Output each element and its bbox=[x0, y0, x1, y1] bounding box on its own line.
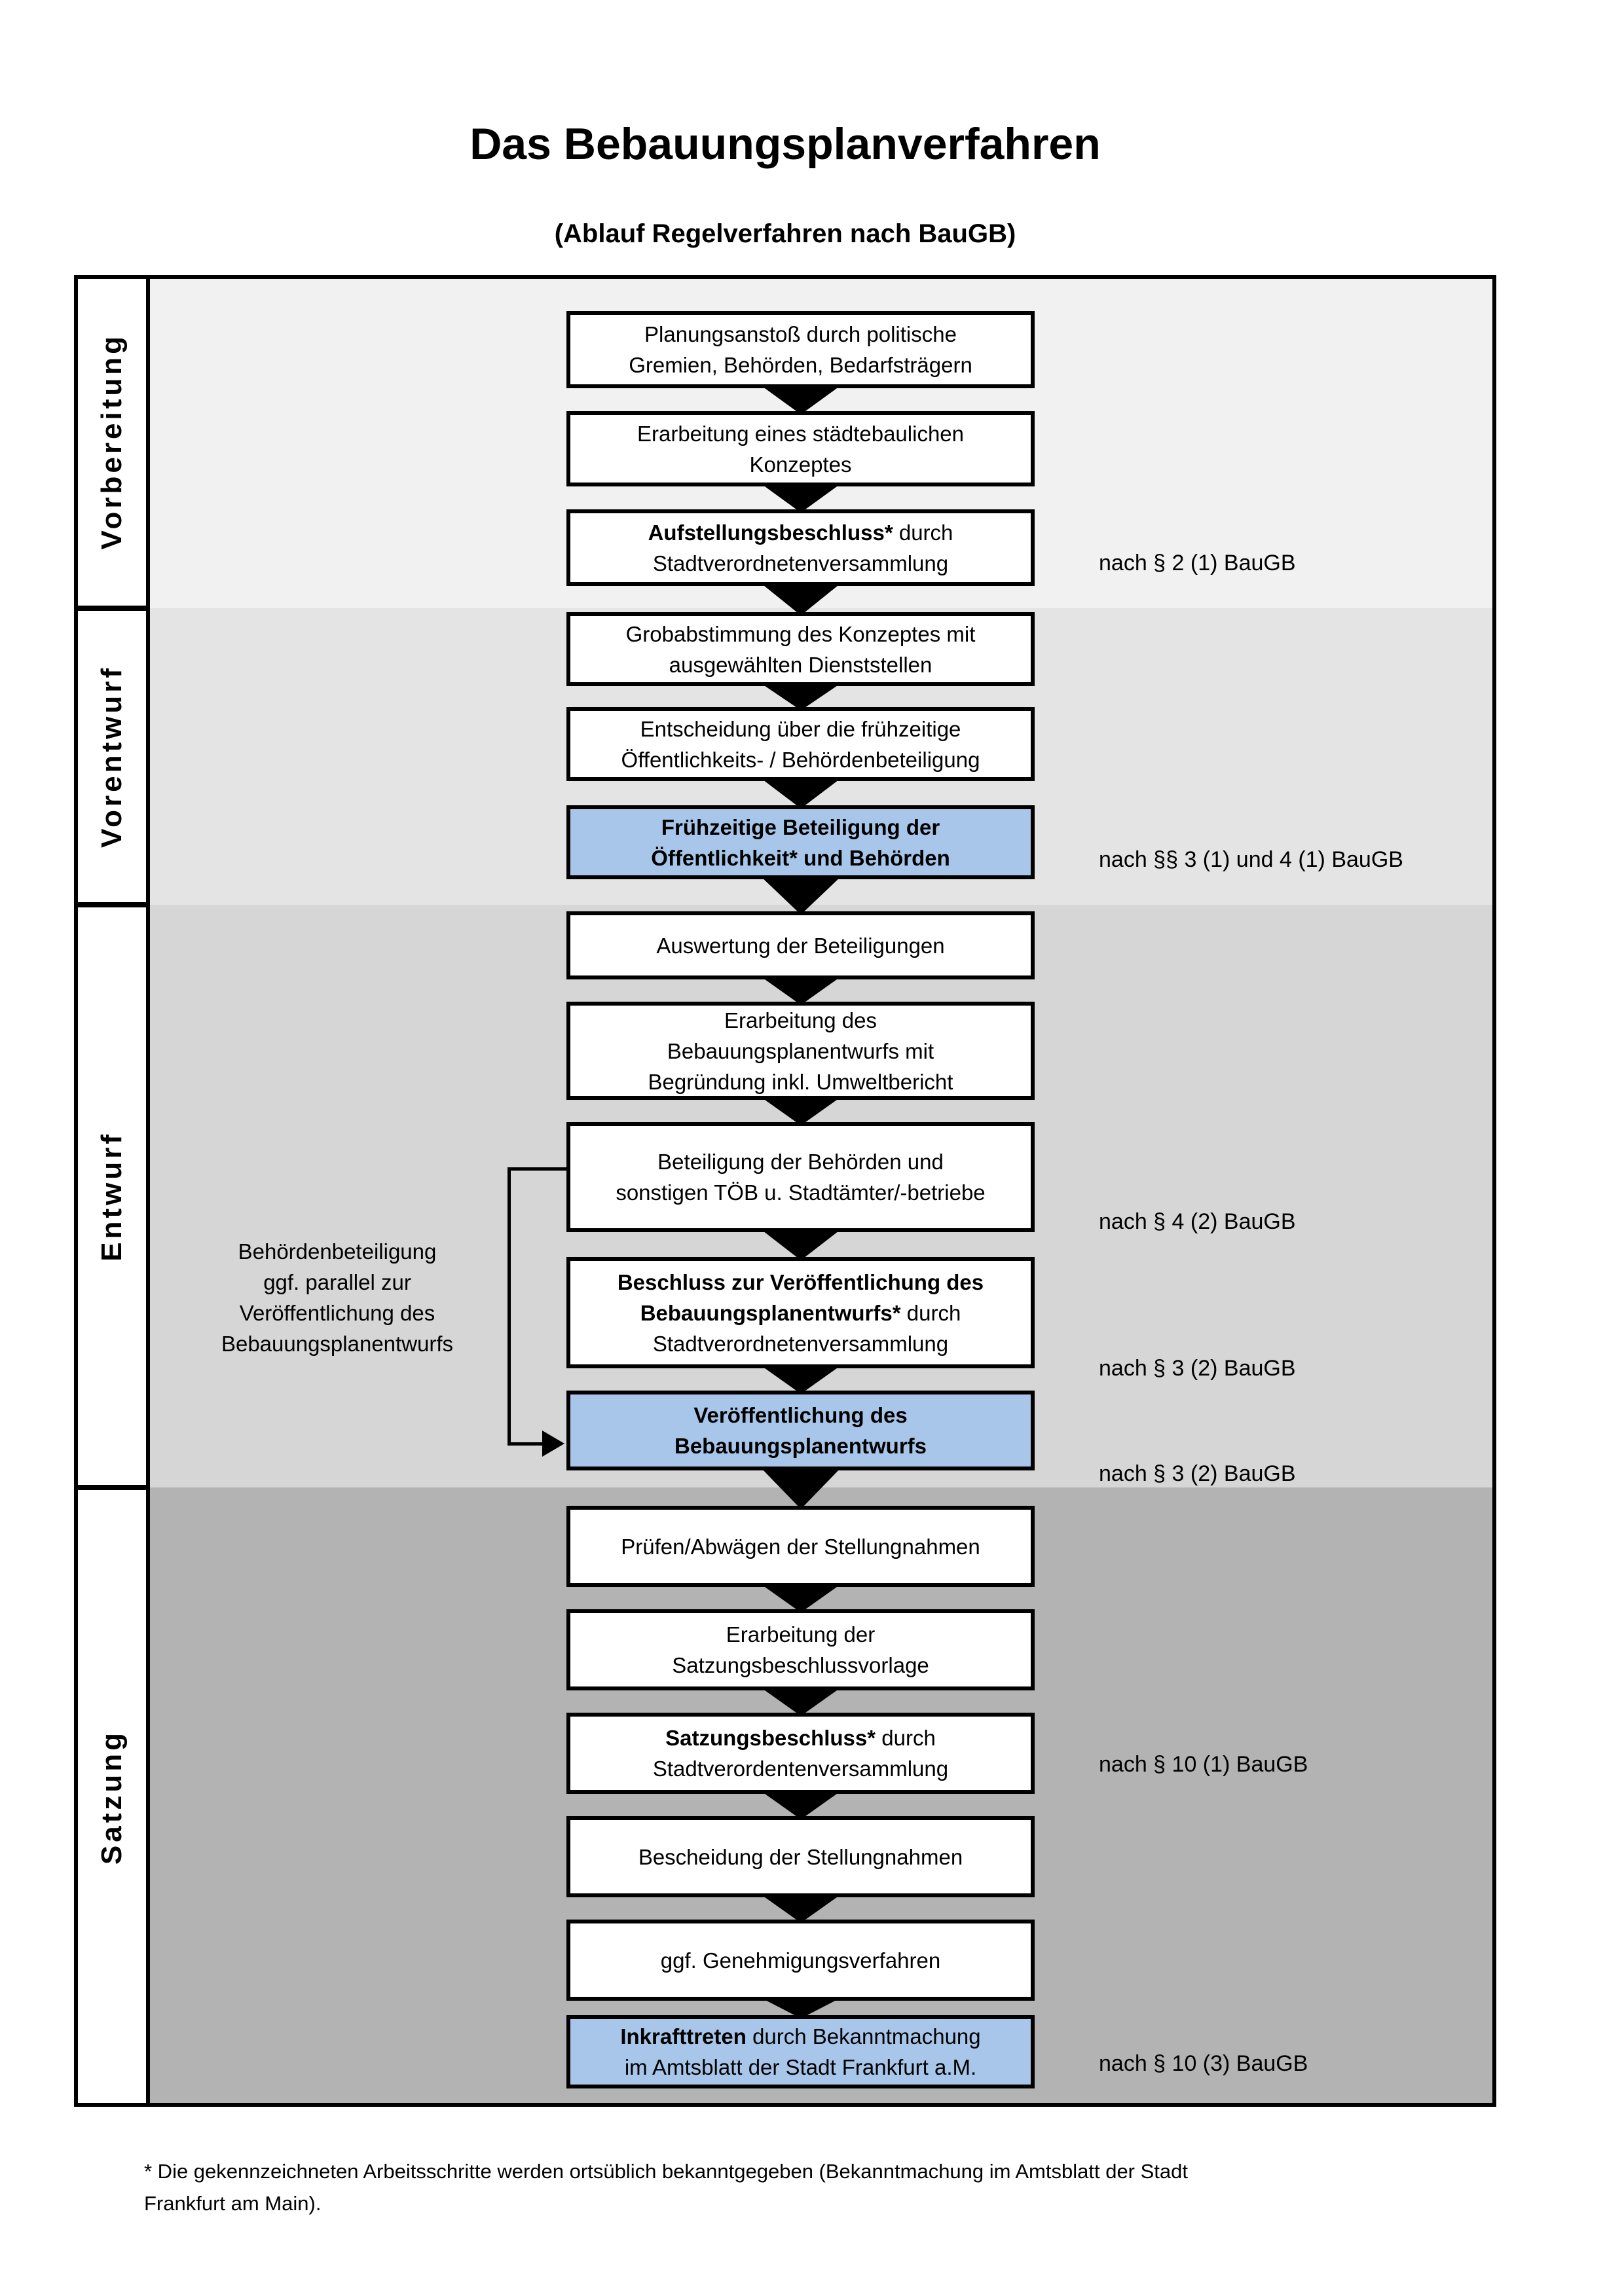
side-note-line: Veröffentlichung des bbox=[239, 1301, 435, 1325]
legal-reference: nach §§ 3 (1) und 4 (1) BauGB bbox=[1099, 847, 1403, 872]
page-subtitle: (Ablauf Regelverfahren nach BauGB) bbox=[554, 219, 1016, 248]
process-step-text: Konzeptes bbox=[749, 452, 852, 477]
process-step-text: ausgewählten Dienststellen bbox=[669, 652, 932, 677]
arrow-down-icon bbox=[760, 483, 841, 513]
connector-line-top bbox=[507, 1167, 566, 1171]
process-step: Beteiligung der Behörden und sonstigen TÖ… bbox=[566, 1122, 1035, 1232]
footnote-line: * Die gekennzeichneten Arbeitsschritte w… bbox=[144, 2160, 1189, 2183]
process-step-text: Aufstellungsbeschluss* durch bbox=[648, 520, 953, 545]
connector-line-bottom bbox=[507, 1442, 545, 1446]
phase-divider bbox=[78, 606, 146, 611]
phase-label: Entwurf bbox=[96, 1131, 128, 1262]
process-step-text: Auswertung der Beteiligungen bbox=[656, 933, 945, 958]
process-step-text: Satzungsbeschluss* durch bbox=[665, 1726, 936, 1750]
arrow-down-icon bbox=[760, 1229, 841, 1260]
process-step-text: Inkrafttreten durch Bekanntmachung bbox=[620, 2024, 981, 2049]
footnote-line: Frankfurt am Main). bbox=[144, 2192, 322, 2215]
process-step-text: Grobabstimmung des Konzeptes mit bbox=[625, 621, 976, 646]
arrow-down-icon bbox=[760, 876, 841, 915]
process-step-text: Erarbeitung eines städtebaulichen bbox=[637, 421, 964, 446]
arrow-down-icon bbox=[760, 976, 841, 1005]
process-step-text: Planungsanstoß durch politische bbox=[644, 322, 957, 346]
process-step-text: Stadtverordnetenversammlung bbox=[652, 1331, 949, 1356]
legal-reference: nach § 2 (1) BauGB bbox=[1099, 551, 1296, 575]
process-step-text: Begründung inkl. Umweltbericht bbox=[648, 1069, 953, 1094]
phase-label-cell: Entwurf bbox=[78, 905, 146, 1487]
process-step-text: Stadtverordentenversammlung bbox=[652, 1757, 949, 1781]
phase-label-cell: Vorbereitung bbox=[78, 275, 146, 608]
side-note-line: ggf. parallel zur bbox=[263, 1270, 411, 1294]
process-step-text: Satzungsbeschlussvorlage bbox=[672, 1653, 929, 1677]
arrow-down-icon bbox=[760, 1894, 841, 1923]
process-step-highlighted: Inkrafttreten durch Bekanntmachung im Amt… bbox=[566, 2015, 1035, 2088]
connector-arrow-right-icon bbox=[542, 1430, 564, 1457]
process-step-text: Gremien, Behörden, Bedarfsträgern bbox=[629, 353, 972, 377]
process-step-text: Entscheidung über die frühzeitige bbox=[640, 716, 961, 741]
process-step-text: Bescheidung der Stellungnahmen bbox=[638, 1844, 963, 1869]
process-step-text: ggf. Genehmigungsverfahren bbox=[660, 1948, 941, 1973]
arrow-down-icon bbox=[760, 1365, 841, 1394]
arrow-down-icon bbox=[760, 1687, 841, 1716]
process-step-text: Erarbeitung der bbox=[726, 1622, 876, 1647]
phase-divider bbox=[78, 1485, 146, 1490]
arrow-down-icon bbox=[760, 1791, 841, 1819]
process-step-text: Erarbeitung des bbox=[724, 1008, 877, 1032]
process-step: Prüfen/Abwägen der Stellungnahmen bbox=[566, 1506, 1035, 1587]
arrow-down-icon bbox=[760, 1467, 841, 1509]
process-step-text: Bebauungsplanentwurfs* durch bbox=[640, 1300, 961, 1325]
page-title: Das Bebauungsplanverfahren bbox=[470, 119, 1101, 169]
process-step-text: sonstigen TÖB u. Stadtämter/-betriebe bbox=[616, 1180, 986, 1205]
legal-reference: nach § 3 (2) BauGB bbox=[1099, 1461, 1296, 1486]
process-step-text: Öffentlichkeits- / Behördenbeteiligung bbox=[621, 747, 980, 772]
process-step: Grobabstimmung des Konzeptes mit ausgewäh… bbox=[566, 612, 1035, 686]
process-step-text: Prüfen/Abwägen der Stellungnahmen bbox=[621, 1534, 980, 1559]
phase-label: Vorentwurf bbox=[96, 665, 128, 848]
legal-reference: nach § 3 (2) BauGB bbox=[1099, 1356, 1296, 1381]
side-note: Behördenbeteiligung ggf. parallel zur Ve… bbox=[160, 1236, 514, 1359]
legal-reference: nach § 10 (1) BauGB bbox=[1099, 1752, 1308, 1777]
arrow-down-icon bbox=[760, 1997, 841, 2018]
process-step-text: Veröffentlichung des bbox=[693, 1403, 908, 1427]
phase-label-cell: Vorentwurf bbox=[78, 608, 146, 905]
process-step: Bescheidung der Stellungnahmen bbox=[566, 1816, 1035, 1897]
process-step-text: Beteiligung der Behörden und bbox=[657, 1150, 944, 1174]
legal-reference: nach § 4 (2) BauGB bbox=[1099, 1209, 1296, 1234]
process-step: Auswertung der Beteiligungen bbox=[566, 911, 1035, 979]
arrow-down-icon bbox=[760, 778, 841, 809]
arrow-down-icon bbox=[760, 683, 841, 710]
side-note-line: Behördenbeteiligung bbox=[238, 1239, 437, 1264]
process-step-text: Öffentlichkeit* und Behörden bbox=[651, 845, 950, 870]
process-step-text: im Amtsblatt der Stadt Frankfurt a.M. bbox=[624, 2055, 977, 2079]
process-step-text: Stadtverordnetenversammlung bbox=[652, 551, 949, 575]
phase-label-cell: Satzung bbox=[78, 1487, 146, 2107]
process-step: ggf. Genehmigungsverfahren bbox=[566, 1920, 1035, 2001]
arrow-down-icon bbox=[760, 1097, 841, 1125]
process-step-text: Beschluss zur Veröffentlichung des bbox=[617, 1269, 984, 1294]
phase-label: Vorbereitung bbox=[96, 333, 128, 550]
phase-divider bbox=[78, 902, 146, 907]
connector-line-vertical bbox=[507, 1167, 511, 1446]
side-note-line: Bebauungsplanentwurfs bbox=[221, 1332, 454, 1356]
arrow-down-icon bbox=[760, 385, 841, 414]
label-column-divider bbox=[146, 275, 150, 2107]
phase-label: Satzung bbox=[96, 1729, 128, 1865]
arrow-down-icon bbox=[760, 583, 841, 615]
footnote: * Die gekennzeichneten Arbeitsschritte w… bbox=[144, 2155, 1539, 2219]
process-step-text: Bebauungsplanentwurfs bbox=[674, 1434, 927, 1458]
process-step-text: Bebauungsplanentwurfs mit bbox=[667, 1038, 934, 1063]
process-step-text: Frühzeitige Beteiligung der bbox=[661, 814, 940, 839]
legal-reference: nach § 10 (3) BauGB bbox=[1099, 2051, 1308, 2076]
arrow-down-icon bbox=[760, 1584, 841, 1613]
